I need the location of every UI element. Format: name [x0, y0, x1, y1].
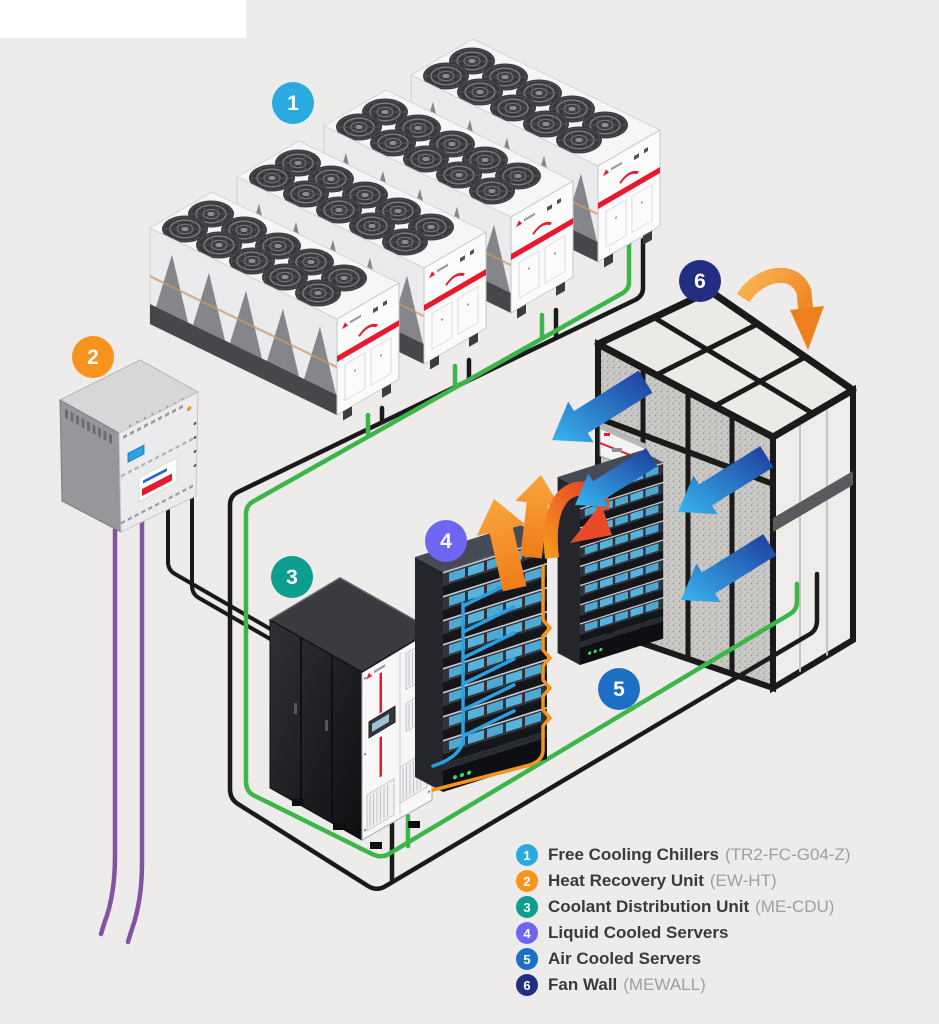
legend-item-heat-recovery: 2 Heat Recovery Unit (EW-HT): [516, 868, 851, 894]
legend-item-liquid-servers: 4 Liquid Cooled Servers: [516, 920, 851, 946]
heat-recovery-unit: [58, 359, 200, 533]
legend-item-fan-wall: 6 Fan Wall (MEWALL): [516, 972, 851, 998]
airflow-arrows: [469, 267, 824, 603]
coolant-lines: [431, 564, 553, 792]
legend-badge: 5: [516, 948, 538, 970]
server-rack-liquid-cooled: [415, 524, 547, 792]
callout-badge-fan-wall: 6: [679, 260, 721, 302]
legend-badge: 1: [516, 844, 538, 866]
chiller-row: [150, 39, 660, 424]
legend-label: Heat Recovery Unit: [548, 871, 704, 890]
legend-model-code: (TR2-FC-G04-Z): [724, 845, 851, 864]
legend-label: Fan Wall: [548, 975, 618, 994]
heat-recovery-pipes: [98, 517, 145, 945]
pipe-runs: [98, 230, 820, 945]
coolant-distribution-unit: [268, 577, 434, 849]
callout-badge-heat-recovery: 2: [72, 336, 114, 378]
fan-wall-side-face: [770, 384, 856, 694]
coolant-return-line: [431, 564, 553, 792]
page-corner-card: [0, 0, 246, 38]
condenser-loop-pipes: [166, 237, 820, 891]
legend-badge: 2: [516, 870, 538, 892]
legend-badge: 3: [516, 896, 538, 918]
callout-badge-air-servers: 5: [598, 668, 640, 710]
legend: 1 Free Cooling Chillers (TR2-FC-G04-Z) 2…: [516, 842, 851, 998]
legend-label: Coolant Distribution Unit: [548, 897, 750, 916]
callout-badge-liquid-servers: 4: [425, 520, 467, 562]
legend-badge: 6: [516, 974, 538, 996]
legend-label: Liquid Cooled Servers: [548, 923, 729, 942]
legend-model-code: (ME-CDU): [755, 897, 835, 916]
legend-item-air-servers: 5 Air Cooled Servers: [516, 946, 851, 972]
legend-label: Air Cooled Servers: [548, 949, 702, 968]
callout-badge-chillers: 1: [272, 82, 314, 124]
status-lamp: [186, 406, 192, 412]
legend-badge: 4: [516, 922, 538, 944]
callout-badge-cdu: 3: [271, 556, 313, 598]
hru-display: [127, 444, 145, 463]
legend-item-cdu: 3 Coolant Distribution Unit (ME-CDU): [516, 894, 851, 920]
legend-item-chillers: 1 Free Cooling Chillers (TR2-FC-G04-Z): [516, 842, 851, 868]
legend-model-code: (EW-HT): [709, 871, 777, 890]
legend-label: Free Cooling Chillers: [548, 845, 719, 864]
hot-air-exhaust-arrow: [736, 267, 824, 350]
legend-model-code: (MEWALL): [623, 975, 706, 994]
